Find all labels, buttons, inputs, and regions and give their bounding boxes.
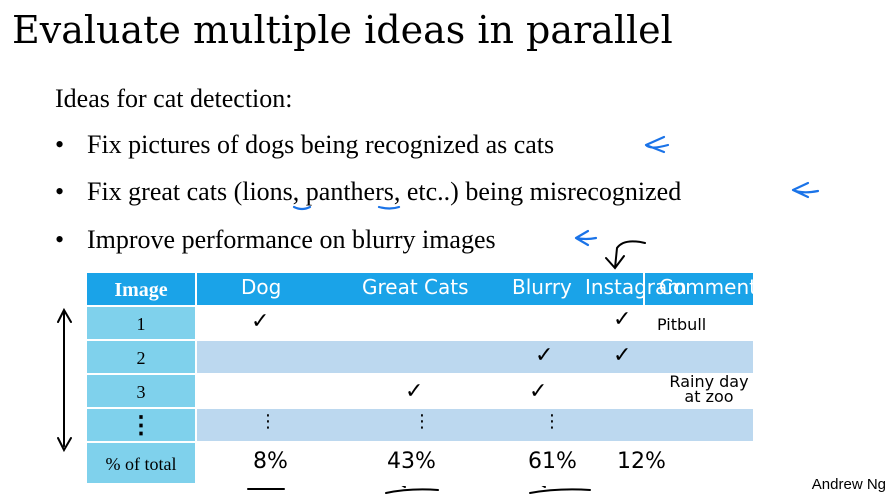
blurry-check: ✓ xyxy=(529,379,548,404)
author-name: Andrew Ng xyxy=(811,476,886,493)
instagram-total: 12% xyxy=(617,449,666,474)
blurry-total: 61% xyxy=(528,449,577,474)
dog-total: 8% xyxy=(253,449,288,474)
bullet-dot: • xyxy=(55,130,65,159)
table-row: 3 ✓ ✓ Rainy day at zoo xyxy=(87,372,755,409)
great-cats-ellipsis: ⋮ xyxy=(413,411,431,432)
bullet-dot: • xyxy=(55,225,65,254)
row-image-number: ⋮ xyxy=(87,409,197,443)
bullet-item: • Fix pictures of dogs being recognized a… xyxy=(55,130,554,160)
row-comment: Rainy day at zoo xyxy=(669,372,749,406)
total-label: % of total xyxy=(87,443,197,485)
blue-left-arrow xyxy=(644,135,670,154)
row-image-number: 3 xyxy=(87,375,197,409)
row-comment: Pitbull xyxy=(657,315,707,334)
total-data xyxy=(197,443,755,485)
header-great-cats: Great Cats xyxy=(362,275,469,299)
black-down-arrow xyxy=(605,240,646,270)
slide-subtitle: Ideas for cat detection: xyxy=(55,84,293,113)
bullet-text: Fix pictures of dogs being recognized as… xyxy=(87,130,555,159)
header-instagram: Instagram xyxy=(585,275,687,299)
header-blurry: Blurry xyxy=(512,275,572,299)
instagram-check: ✓ xyxy=(613,307,632,332)
black-double-arrow xyxy=(57,307,72,453)
dog-check: ✓ xyxy=(251,309,270,334)
slide-title: Evaluate multiple ideas in parallel xyxy=(12,8,673,52)
header-image: Image xyxy=(87,273,197,307)
bullet-text: Improve performance on blurry images xyxy=(87,225,496,254)
row-data xyxy=(197,409,755,443)
dog-ellipsis: ⋮ xyxy=(259,411,277,432)
blue-left-arrow xyxy=(791,181,820,199)
blurry-check: ✓ xyxy=(535,343,554,368)
row-image-number: 2 xyxy=(87,341,197,375)
table-header-row: Image Dog Great Cats Blurry Instagram Co… xyxy=(87,273,767,307)
blue-underline xyxy=(377,205,401,210)
blue-underline xyxy=(292,205,312,211)
row-image-number: 1 xyxy=(87,307,197,341)
blurry-ellipsis: ⋮ xyxy=(543,411,561,432)
black-underline xyxy=(529,488,591,494)
table-row: ⋮ ⋮ ⋮ ⋮ xyxy=(87,409,755,443)
bullet-dot: • xyxy=(55,177,65,206)
blue-left-arrow xyxy=(574,229,598,247)
table-row: 2 ✓ ✓ xyxy=(87,341,755,375)
black-underline xyxy=(385,488,439,494)
header-data-cells xyxy=(197,273,645,307)
bullet-item: • Improve performance on blurry images xyxy=(55,225,496,255)
table-total-row: % of total 8% 43% 61% 12% xyxy=(87,443,755,485)
great-cats-total: 43% xyxy=(387,449,436,474)
header-dog: Dog xyxy=(241,275,282,299)
bullet-text: Fix great cats (lions, panthers, etc..) … xyxy=(87,177,682,206)
table-row: 1 ✓ ✓ Pitbull xyxy=(87,307,755,341)
bullet-item: • Fix great cats (lions, panthers, etc..)… xyxy=(55,177,681,207)
row-data xyxy=(197,341,755,375)
row-data xyxy=(197,375,755,409)
error-analysis-table: Image Dog Great Cats Blurry Instagram Co… xyxy=(86,272,767,486)
header-comments-cell xyxy=(645,273,755,307)
row-data xyxy=(197,307,755,341)
instagram-check: ✓ xyxy=(613,343,632,368)
header-comments: Comments xyxy=(659,275,768,299)
great-cats-check: ✓ xyxy=(405,379,424,404)
